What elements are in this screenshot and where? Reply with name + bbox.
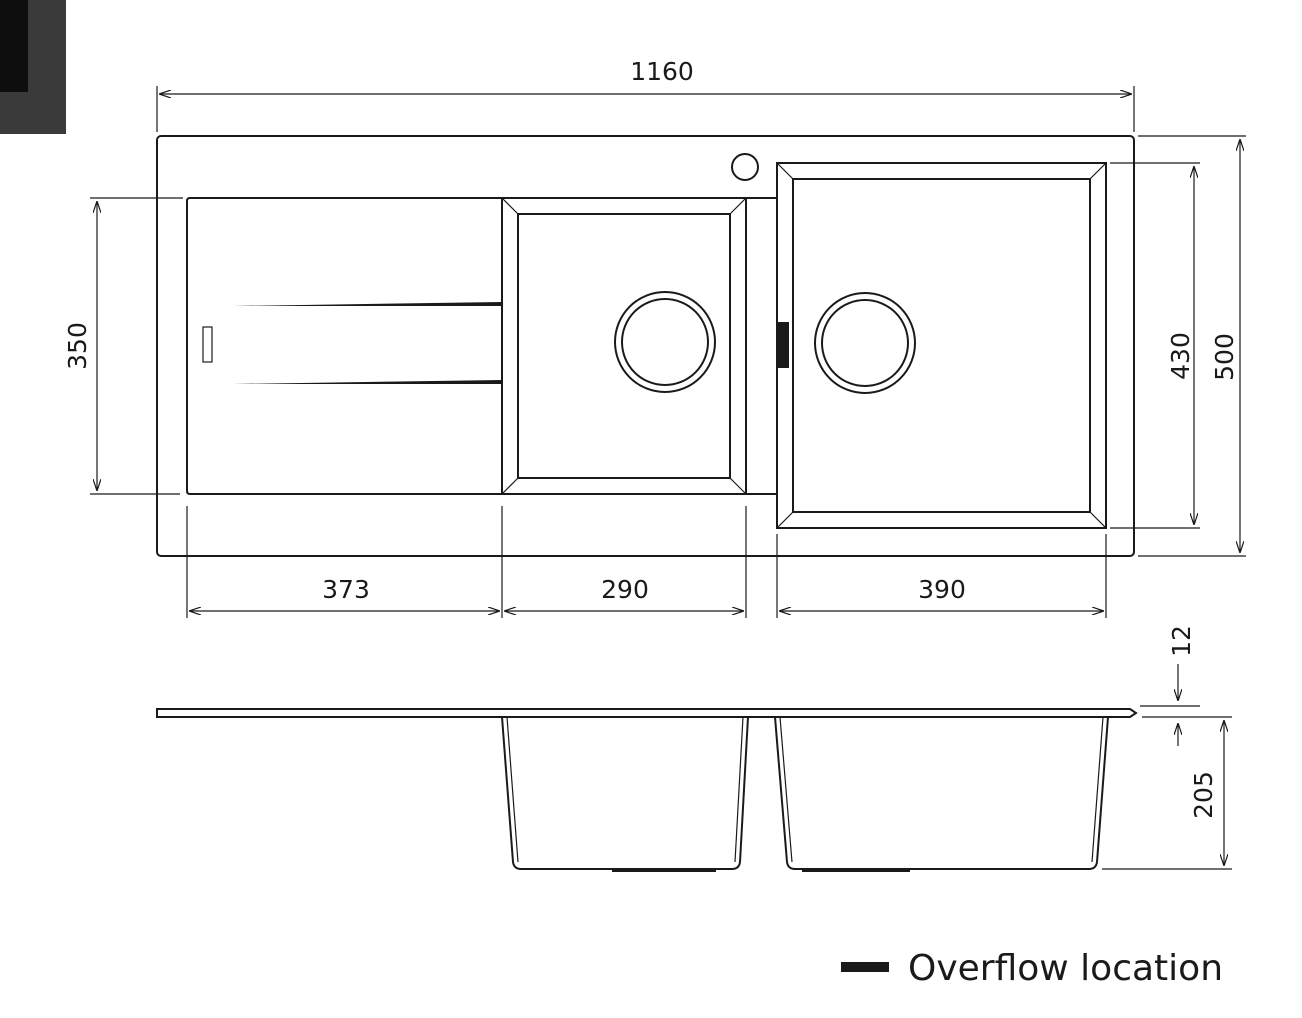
dimension-lines: 1160 350 430 500 373 290 390 — [63, 57, 1246, 618]
small-bowl — [501, 197, 747, 495]
overflow-slot-drainer — [202, 326, 213, 363]
small-bowl-drain — [614, 291, 716, 393]
side-small-bowl — [501, 716, 749, 870]
dim-large-bowl-width: 390 — [918, 575, 966, 604]
tap-hole — [731, 153, 759, 181]
side-large-bowl — [774, 716, 1109, 870]
dim-large-bowl-depth: 430 — [1166, 332, 1195, 380]
dim-rim-thickness: 12 — [1167, 625, 1196, 657]
top-view — [156, 135, 1135, 557]
legend-label: Overflow location — [908, 948, 1223, 989]
legend-swatch — [841, 962, 889, 972]
side-view — [156, 708, 1138, 872]
sink-outline — [156, 135, 1135, 557]
side-rim — [156, 708, 1138, 718]
drainer-board — [186, 197, 502, 495]
legend: Overflow location — [841, 948, 1223, 989]
large-bowl-drain — [814, 292, 916, 394]
large-bowl — [776, 162, 1107, 529]
overflow-marker — [777, 322, 789, 368]
dim-drainer-width: 373 — [322, 575, 370, 604]
dim-drainer-depth: 350 — [63, 322, 92, 370]
dim-bowl-depth: 205 — [1189, 771, 1218, 819]
dim-overall-depth: 500 — [1210, 333, 1239, 381]
dim-small-bowl-width: 290 — [601, 575, 649, 604]
side-dimension-lines: 12 205 — [1102, 625, 1232, 870]
product-thumbnail — [0, 0, 66, 134]
dim-overall-width: 1160 — [630, 57, 694, 86]
